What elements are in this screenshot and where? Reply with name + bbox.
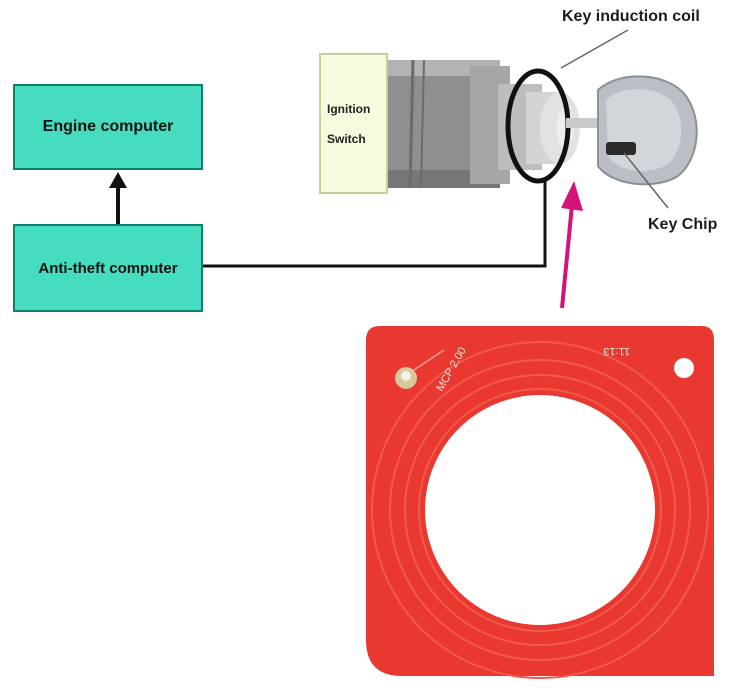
connection-line [203, 178, 547, 268]
ignition-switch-label-line1: Ignition [327, 101, 371, 116]
coil-leader-line [560, 29, 629, 69]
antitheft-computer-label: Anti-theft computer [38, 259, 178, 277]
coil-pcb-photo [366, 326, 714, 679]
magenta-arrow-head [561, 181, 583, 211]
key-induction-coil-label: Key induction coil [562, 8, 700, 25]
magenta-arrow-shaft [560, 204, 574, 309]
key-illustration [566, 75, 698, 186]
antitheft-computer-box: Anti-theft computer [13, 224, 203, 312]
chip-leader-line [623, 152, 669, 209]
ignition-switch-label-line2: Switch [327, 131, 366, 146]
key-chip-label: Key Chip [648, 216, 718, 233]
engine-computer-box: Engine computer [13, 84, 203, 170]
ignition-switch-box: Ignition Switch [319, 53, 388, 194]
pcb-code-marking: 11:13 [603, 345, 630, 357]
arrow-head [109, 172, 127, 188]
engine-computer-label: Engine computer [42, 118, 174, 135]
